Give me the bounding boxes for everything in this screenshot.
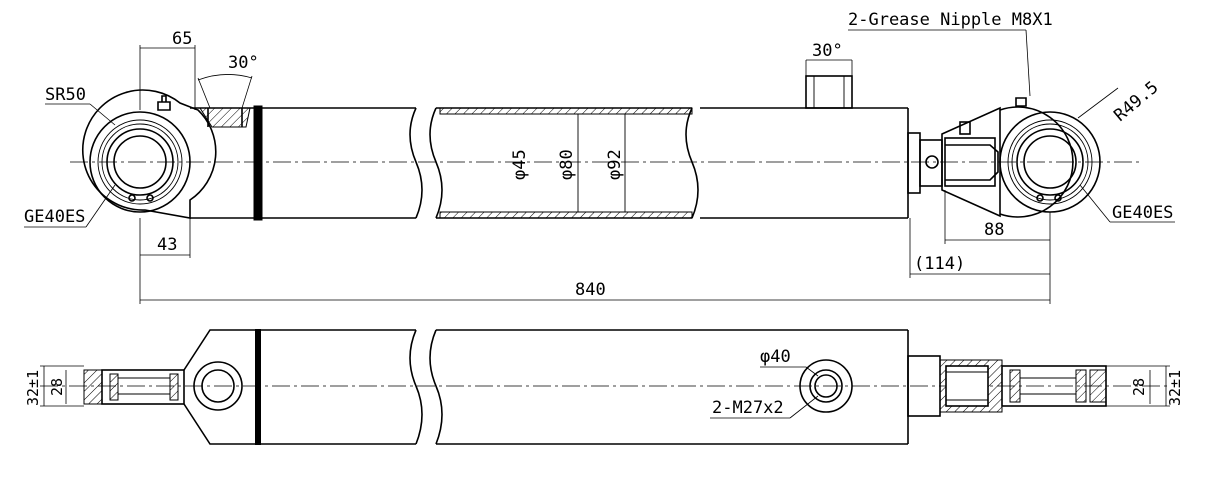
barrel-right: [700, 75, 909, 219]
left-rod-eye: [81, 89, 217, 219]
angle-30-left-label: 30°: [228, 53, 259, 73]
bearing-left-label: GE40ES: [24, 207, 85, 227]
dim-114-label: (114): [914, 254, 965, 274]
left-cap: [190, 105, 263, 221]
dim-65-label: 65: [172, 29, 192, 49]
width-left-28-label: 28: [48, 378, 66, 396]
sr50-label: SR50: [45, 85, 86, 105]
port-thread-label: 2-M27x2: [712, 398, 784, 418]
rod-end: [907, 106, 1001, 218]
dim-840-label: 840: [575, 280, 606, 300]
top-dimensions: 65 30° SR50 GE40ES 43 30°: [24, 10, 1175, 304]
left-eye-side: [83, 329, 261, 445]
port-diameter-label: φ40: [760, 347, 791, 367]
width-right-32-label: 32±1: [1166, 370, 1184, 406]
width-left-32-label: 32±1: [24, 370, 42, 406]
dim-43-label: 43: [157, 235, 177, 255]
bore-diameter-label: φ80: [557, 149, 577, 180]
dim-88-label: 88: [984, 220, 1004, 240]
angle-30-port-label: 30°: [812, 41, 843, 61]
width-right-28-label: 28: [1130, 378, 1148, 396]
right-rod-eye: [999, 97, 1101, 218]
barrel-left: [261, 107, 423, 219]
right-end-side: [907, 355, 1107, 417]
r49-5-label: R49.5: [1110, 78, 1162, 126]
outer-diameter-label: φ92: [605, 149, 625, 180]
rod-diameter-label: φ45: [510, 149, 530, 180]
bottom-view: φ40 2-M27x2 32±1 28: [24, 329, 1184, 445]
bearing-right-label: GE40ES: [1112, 203, 1173, 223]
top-view: φ45 φ80 φ92: [24, 10, 1175, 304]
barrel-section: φ45 φ80 φ92: [429, 107, 699, 219]
grease-nipple-label: 2-Grease Nipple M8X1: [848, 10, 1053, 30]
barrel-side: φ40 2-M27x2: [261, 329, 909, 445]
side-dimensions: 32±1 28 28 32±1: [24, 365, 1184, 407]
